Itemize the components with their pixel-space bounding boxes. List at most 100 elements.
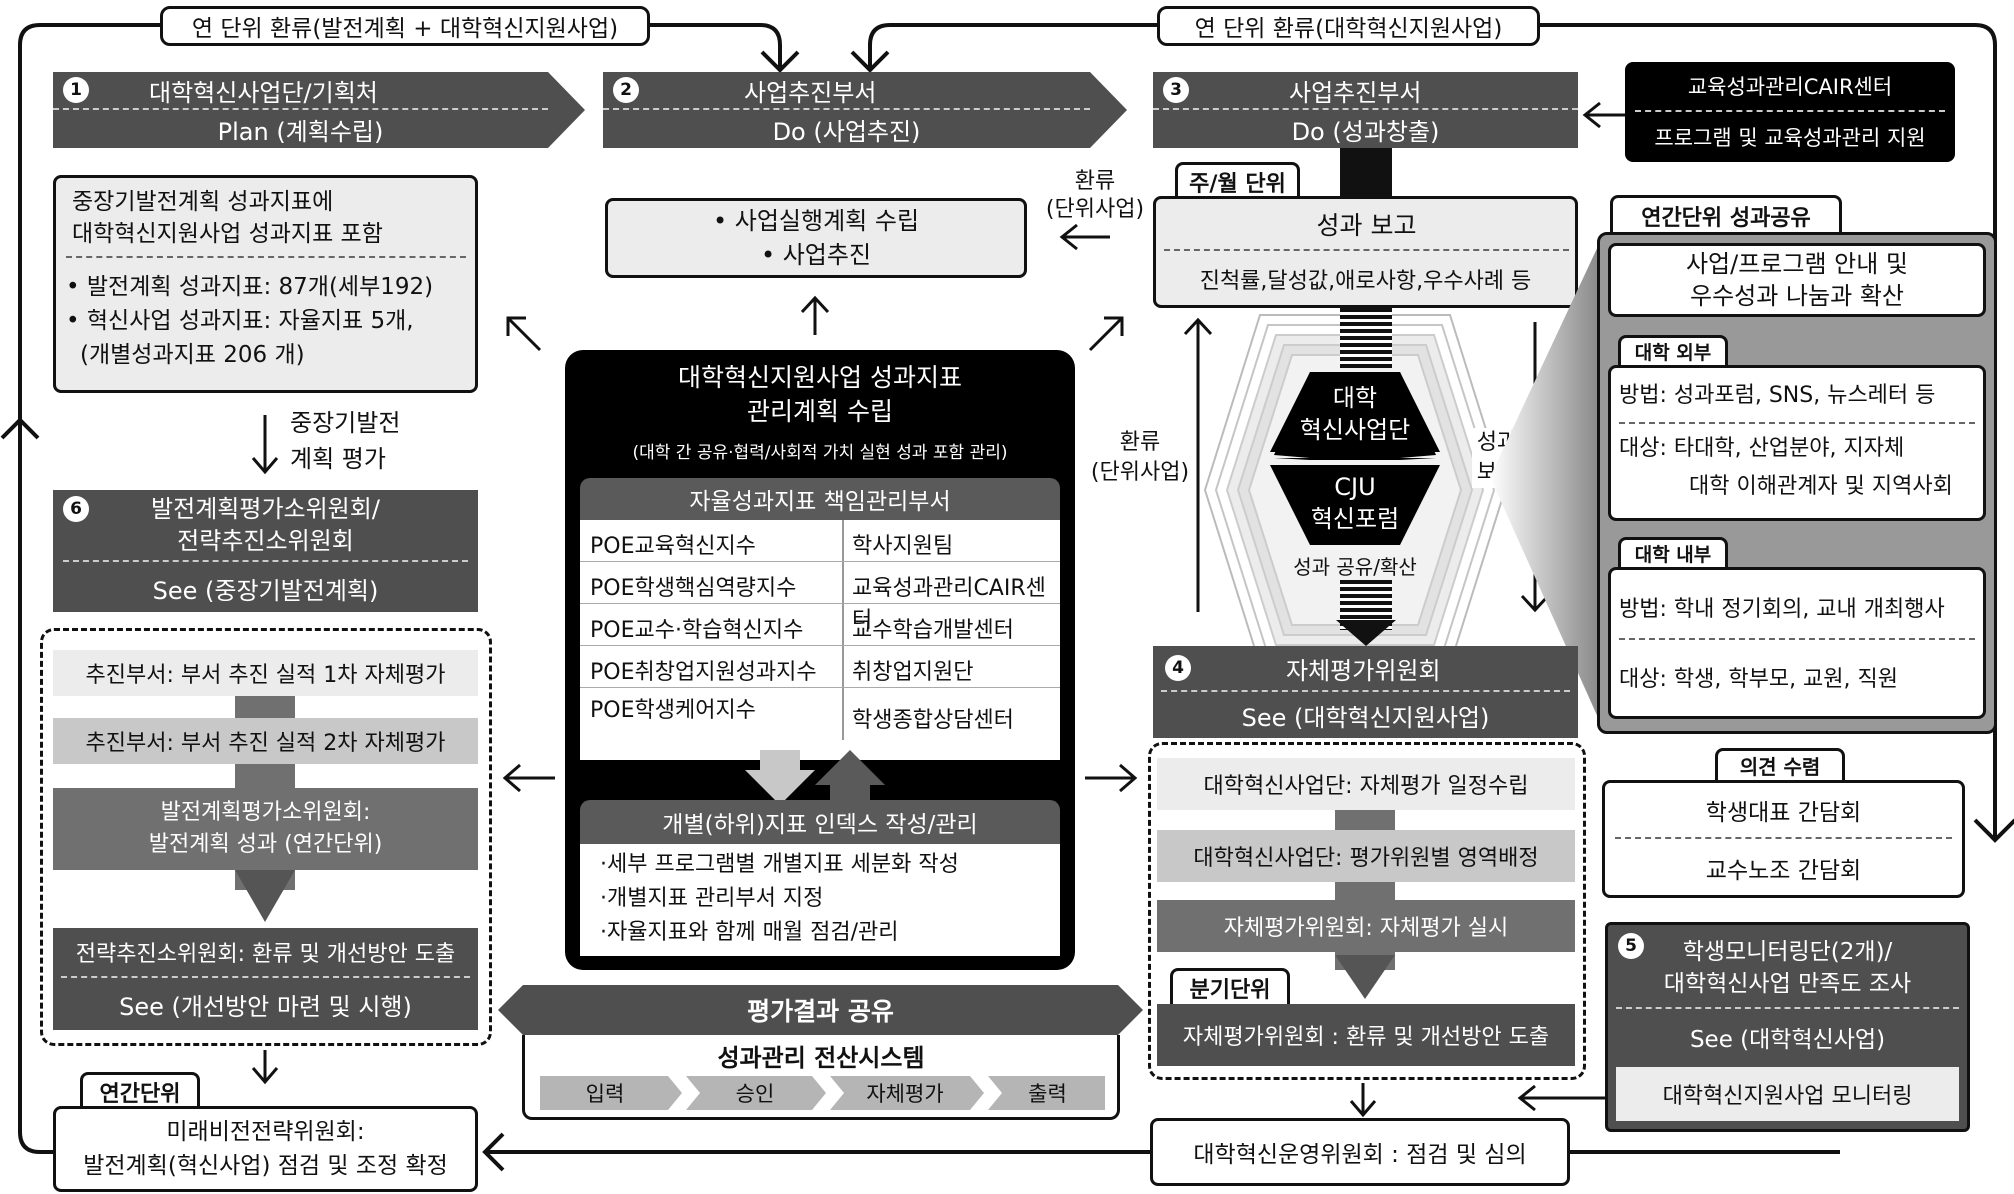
step-number-4: 4 (1165, 655, 1191, 681)
innovation-committee-box: 대학혁신운영위원회 : 점검 및 심의 (1150, 1118, 1570, 1186)
header-do-result-sub: Do (성과창출) (1291, 117, 1440, 146)
step-number-1: 1 (63, 77, 89, 103)
table-row: POE학생핵심역량지수 교육성과관리CAIR센터 (580, 562, 1060, 633)
monitoring-footer: 대학혁신지원사업 모니터링 (1616, 1067, 1959, 1121)
center-subtitle: (대학 간 공유·협력/사회적 가치 실현 성과 포함 관리) (632, 442, 1008, 463)
header-do-sub: Do (사업추진) (772, 117, 921, 146)
external-tab: 대학 외부 (1618, 335, 1728, 365)
step-number-6: 6 (63, 496, 89, 522)
header-see-self-eval-sub: See (대학혁신지원사업) (1241, 703, 1490, 732)
center-table: POE교육혁신지수 학사지원팀 POE학생핵심역량지수 교육성과관리CAIR센터… (580, 520, 1060, 760)
center-sub-header: 개별(하위)지표 인덱스 작성/관리 (580, 800, 1060, 844)
center-box: 대학혁신지원사업 성과지표 관리계획 수립 (대학 간 공유·협력/사회적 가치… (565, 350, 1075, 970)
opinion-item-2: 교수노조 간담회 (1705, 858, 1862, 884)
hex-connector-top (1340, 308, 1392, 368)
perf-report-connector (1340, 148, 1392, 198)
plan-box-items: • 발전계획 성과지표: 87개(세부192) • 혁신사업 성과지표: 자율지… (66, 274, 434, 368)
opinion-item-1: 학생대표 간담회 (1615, 783, 1952, 839)
step-number-5: 5 (1618, 933, 1644, 959)
center-flow-arrows (745, 750, 885, 810)
feedback-label-left: 연 단위 환류(발전계획 + 대학혁신지원사업) (160, 6, 650, 46)
perf-report-box: 성과 보고 진척률,달성값,애로사항,우수사례 등 (1153, 196, 1578, 308)
share-intro: 사업/프로그램 안내 및 우수성과 나눔과 확산 (1608, 243, 1986, 317)
right-step-4: 자체평가위원회 : 환류 및 개선방안 도출 (1157, 1004, 1575, 1066)
share-funnel (1490, 242, 1600, 722)
list-item: ·자율지표와 함께 매월 점검/관리 (600, 920, 899, 945)
feedback-unit-mid: 환류 (단위사업) (1090, 430, 1190, 485)
eval-step-output: 출력 (1028, 1082, 1067, 1106)
left-step-2: 추진부서: 부서 추진 실적 2차 자체평가 (53, 718, 478, 764)
monthly-tab: 주/월 단위 (1175, 162, 1300, 198)
eval-step-approve: 승인 (735, 1082, 775, 1106)
eval-share-banner (498, 985, 1143, 1035)
ext-method: 방법: 성과포럼, SNS, 뉴스레터 등 (1619, 376, 1975, 424)
hex-top-label: 대학 혁신사업단 (1299, 384, 1411, 444)
table-row: POE학생케어지수 학생종합상담센터 (590, 698, 1014, 733)
table-row: POE취창업지원성과지수 취창업지원단 (580, 646, 1060, 688)
header-plan-title: 대학혁신사업단/기획처 (149, 78, 378, 107)
quarter-tab: 분기단위 (1170, 968, 1290, 1004)
header-do: 2 사업추진부서 Do (사업추진) (603, 72, 1090, 148)
center-sub-list: ·세부 프로그램별 개별지표 세분화 작성 ·개별지표 관리부서 지정 ·자율지… (580, 844, 1060, 956)
eval-share-title: 평가결과 공유 (747, 997, 894, 1026)
hex-bottom-label: CJU 혁신포럼 (1310, 473, 1400, 533)
opinion-tab: 의견 수렴 (1715, 748, 1845, 780)
list-item: ·개별지표 관리부서 지정 (600, 886, 824, 911)
header-see-plan: 6 발전계획평가소위원회/ 전략추진소위원회 See (중장기발전계획) (53, 490, 478, 612)
header-see-self-eval: 4 자체평가위원회 See (대학혁신지원사업) (1153, 646, 1578, 738)
header-plan: 1 대학혁신사업단/기획처 Plan (계획수립) (53, 72, 548, 148)
right-step-3: 자체평가위원회: 자체평가 실시 (1157, 900, 1575, 952)
left-step-1: 추진부서: 부서 추진 실적 1차 자체평가 (53, 650, 478, 696)
do-box: • 사업실행계획 수립 • 사업추진 (605, 198, 1027, 278)
header-see-plan-sub: See (중장기발전계획) (152, 576, 379, 605)
header-do-result: 3 사업추진부서 Do (성과창출) (1153, 72, 1578, 148)
center-title: 대학혁신지원사업 성과지표 관리계획 수립 (678, 363, 962, 426)
feedback-unit-top: 환류 (단위사업) (1045, 169, 1145, 222)
left-step-see: 전략추진소위원회: 환류 및 개선방안 도출 See (개선방안 마련 및 시행… (53, 928, 478, 1030)
header-see-plan-title: 발전계획평가소위원회/ 전략추진소위원회 (63, 490, 468, 562)
int-method: 방법: 학내 정기회의, 교내 개최행사 (1619, 590, 1975, 640)
eval-system-steps-shape (540, 1076, 1105, 1110)
ext-target: 대상: 타대학, 산업분야, 지자체 대학 이해관계자 및 지역사회 (1619, 436, 1953, 499)
external-box: 방법: 성과포럼, SNS, 뉴스레터 등 대상: 타대학, 산업분야, 지자체… (1608, 365, 1986, 521)
annual-tab: 연간단위 (80, 1072, 200, 1108)
left-flow-arrow (235, 870, 295, 922)
left-step-5: See (개선방안 마련 및 시행) (119, 992, 412, 1021)
perf-report-sub: 진척률,달성값,애로사항,우수사례 등 (1199, 269, 1532, 294)
step-number-3: 3 (1163, 77, 1189, 103)
eval-step-input: 입력 (585, 1082, 625, 1106)
header-do-result-title: 사업추진부서 (1289, 78, 1422, 107)
header-do-title: 사업추진부서 (744, 78, 877, 107)
future-committee-box: 미래비전전략위원회: 발전계획(혁신사업) 점검 및 조정 확정 (53, 1106, 478, 1192)
header-see-self-eval-title: 자체평가위원회 (1286, 656, 1441, 685)
monitoring-box: 5 학생모니터링단(2개)/ 대학혁신사업 만족도 조사 See (대학혁신사업… (1605, 922, 1970, 1132)
opinion-box: 학생대표 간담회 교수노조 간담회 (1602, 780, 1965, 898)
plan-box: 중장기발전계획 성과지표에 대학혁신지원사업 성과지표 포함 • 발전계획 성과… (53, 175, 478, 393)
internal-tab: 대학 내부 (1618, 537, 1728, 567)
right-steps-container (1148, 742, 1586, 1080)
eval-step-self-eval: 자체평가 (866, 1082, 944, 1106)
left-step-3: 발전계획평가소위원회: 발전계획 성과 (연간단위) (53, 788, 478, 870)
hex-connector-arrow (1336, 620, 1396, 646)
monitoring-sub: See (대학혁신사업) (1689, 1027, 1886, 1053)
cair-sub: 프로그램 및 교육성과관리 지원 (1654, 126, 1926, 150)
left-step-4: 전략추진소위원회: 환류 및 개선방안 도출 (61, 928, 470, 978)
center-table-divider (842, 520, 844, 740)
annual-share-tab: 연간단위 성과공유 (1610, 195, 1842, 233)
int-target: 대상: 학생, 학부모, 교원, 직원 (1619, 667, 1899, 692)
step-number-2: 2 (613, 77, 639, 103)
plan-box-title: 중장기발전계획 성과지표에 대학혁신지원사업 성과지표 포함 (66, 186, 466, 258)
left-steps-container (40, 628, 492, 1046)
midterm-eval-label: 중장기발전 계획 평가 (290, 409, 401, 473)
eval-system-box (522, 1035, 1120, 1120)
hexagon-graphic (1203, 314, 1507, 666)
cair-title: 교육성과관리CAIR센터 (1635, 62, 1945, 112)
internal-box: 방법: 학내 정기회의, 교내 개최행사 대상: 학생, 학부모, 교원, 직원 (1608, 567, 1986, 719)
center-table-header: 자율성과지표 책임관리부서 (580, 478, 1060, 520)
header-plan-sub: Plan (계획수립) (217, 117, 384, 146)
perf-report-title: 성과 보고 (1164, 199, 1569, 251)
right-step-1: 대학혁신사업단: 자체평가 일정수립 (1157, 758, 1575, 810)
table-row: POE교수·학습혁신지수 교수학습개발센터 (580, 604, 1060, 646)
list-item: ·세부 프로그램별 개별지표 세분화 작성 (600, 852, 959, 877)
